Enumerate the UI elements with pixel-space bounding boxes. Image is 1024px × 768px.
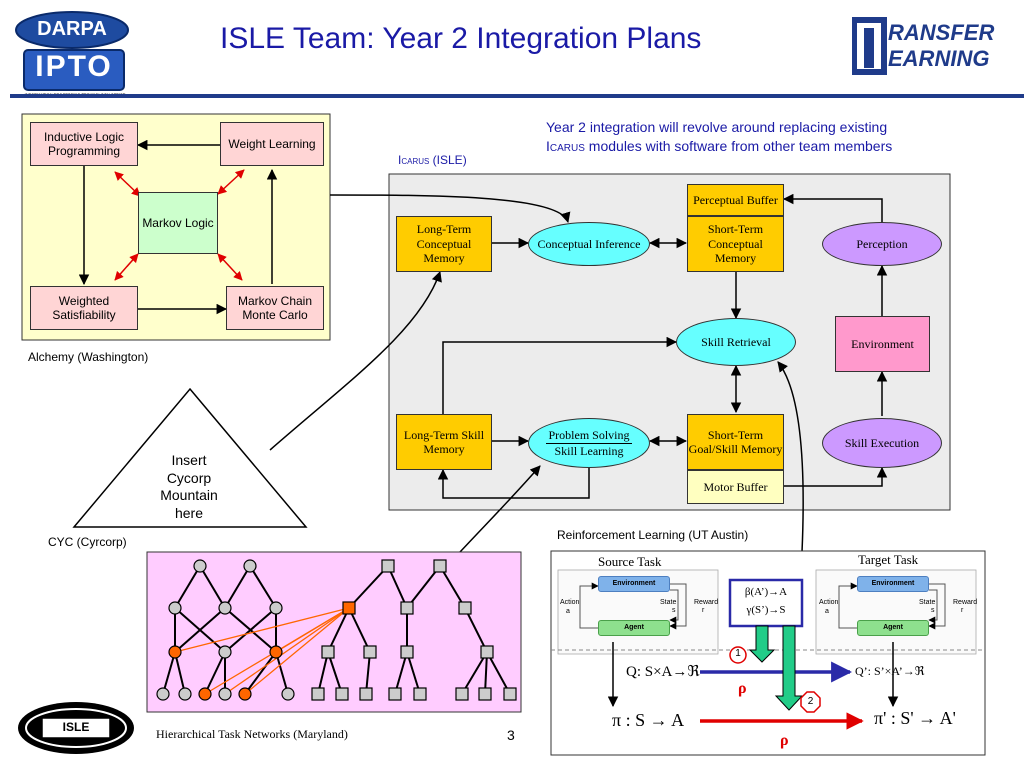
environment-box: Environment	[835, 316, 930, 372]
page-number: 3	[507, 727, 515, 743]
ilp-box: Inductive Logic Programming	[30, 122, 138, 166]
htn-caption: Hierarchical Task Networks (Maryland)	[156, 727, 348, 741]
beta-mapping: β(A’)→A	[744, 586, 788, 598]
ltcm-box: Long-Term Conceptual Memory	[396, 216, 492, 272]
intro-icarus: Icarus	[546, 138, 585, 154]
target-state-label: State	[919, 599, 936, 606]
source-reward-var: r	[702, 607, 705, 614]
weighted-satisfiability-box: Weighted Satisfiability	[30, 286, 138, 330]
beta-gamma-box	[728, 578, 804, 628]
intro-line-2-text: modules with software from other team me…	[588, 138, 893, 154]
source-reward-label: Reward	[694, 599, 719, 606]
alchemy-caption: Alchemy (Washington)	[28, 350, 149, 364]
rho-pi-label: ρ	[780, 732, 789, 749]
pi-target-label: π' : S' → A'	[874, 708, 956, 728]
problem-solving-ellipse: Problem Solving Skill Learning	[528, 418, 650, 468]
transfer-text: RANSFER	[888, 20, 995, 45]
rho-q-label: ρ	[738, 680, 747, 697]
skill-learning-label: Skill Learning	[554, 443, 624, 458]
cyc-triangle	[72, 387, 308, 528]
source-agent-box: Agent	[598, 620, 670, 636]
q-target-label: Q’: S’×A’→ℜ	[855, 664, 925, 678]
transfer-learning-logo: RANSFER EARNING	[851, 16, 1012, 76]
pi-source-label: π : S → A	[612, 710, 685, 730]
isle-logo	[18, 702, 134, 754]
isle-logo-text: ISLE	[62, 720, 90, 734]
source-environment-box: Environment	[598, 576, 670, 592]
conceptual-inference-ellipse: Conceptual Inference	[528, 222, 650, 266]
step-2-marker: 2	[807, 696, 814, 707]
target-agent-box: Agent	[857, 620, 929, 636]
target-reward-label: Reward	[953, 599, 978, 606]
ltsm-box: Long-Term Skill Memory	[396, 414, 492, 470]
stgsm-box: Short-Term Goal/Skill Memory	[687, 414, 784, 470]
source-action-label: Action	[560, 599, 580, 606]
perceptual-buffer-box: Perceptual Buffer	[687, 184, 784, 216]
page-title: ISLE Team: Year 2 Integration Plans	[220, 22, 702, 55]
source-action-var: a	[566, 608, 570, 615]
markov-logic-box: Markov Logic	[138, 192, 218, 254]
transfer-arrow-1	[748, 625, 776, 663]
icarus-label: Icarus (ISLE)	[398, 153, 467, 167]
darpa-text: DARPA	[37, 18, 107, 40]
header-divider	[10, 94, 1024, 98]
icarus-label-prefix: Icarus	[398, 153, 430, 167]
weight-learning-box: Weight Learning	[220, 122, 324, 166]
target-action-var: a	[825, 608, 829, 615]
target-state-var: s	[931, 607, 935, 614]
cyc-insert-text: Insert Cycorp Mountain here	[160, 452, 218, 521]
source-state-var: s	[672, 607, 676, 614]
icarus-label-suffix: (ISLE)	[429, 153, 467, 167]
step-1-marker: 1	[735, 648, 741, 659]
skill-execution-ellipse: Skill Execution	[822, 418, 942, 468]
target-action-label: Action	[819, 599, 839, 606]
intro-line-2: Icarus modules with software from other …	[546, 138, 892, 154]
darpa-logo: DARPA IPTO INFORMATION PROCESSING TECHNO…	[12, 6, 132, 98]
target-task-label: Target Task	[858, 552, 919, 567]
intro-line-1: Year 2 integration will revolve around r…	[546, 119, 888, 135]
learning-text: EARNING	[888, 46, 990, 71]
perception-ellipse: Perception	[822, 222, 942, 266]
stcm-box: Short-Term Conceptual Memory	[687, 216, 784, 272]
q-source-label: Q: S×A→ℜ	[626, 664, 700, 680]
motor-buffer-box: Motor Buffer	[687, 470, 784, 504]
rl-caption: Reinforcement Learning (UT Austin)	[557, 528, 749, 542]
target-reward-var: r	[961, 607, 964, 614]
gamma-mapping: γ(S’)→S	[746, 604, 786, 616]
source-task-label: Source Task	[598, 554, 662, 569]
cyc-caption: CYC (Cyrcorp)	[48, 535, 127, 549]
target-environment-box: Environment	[857, 576, 929, 592]
htn-graph	[162, 565, 511, 695]
htn-nodes	[156, 559, 517, 701]
mcmc-box: Markov Chain Monte Carlo	[226, 286, 324, 330]
ipto-text: IPTO	[35, 50, 113, 83]
problem-solving-label: Problem Solving	[546, 428, 632, 444]
skill-retrieval-ellipse: Skill Retrieval	[676, 318, 796, 366]
source-state-label: State	[660, 599, 677, 606]
transfer-arrow-2	[774, 625, 804, 711]
